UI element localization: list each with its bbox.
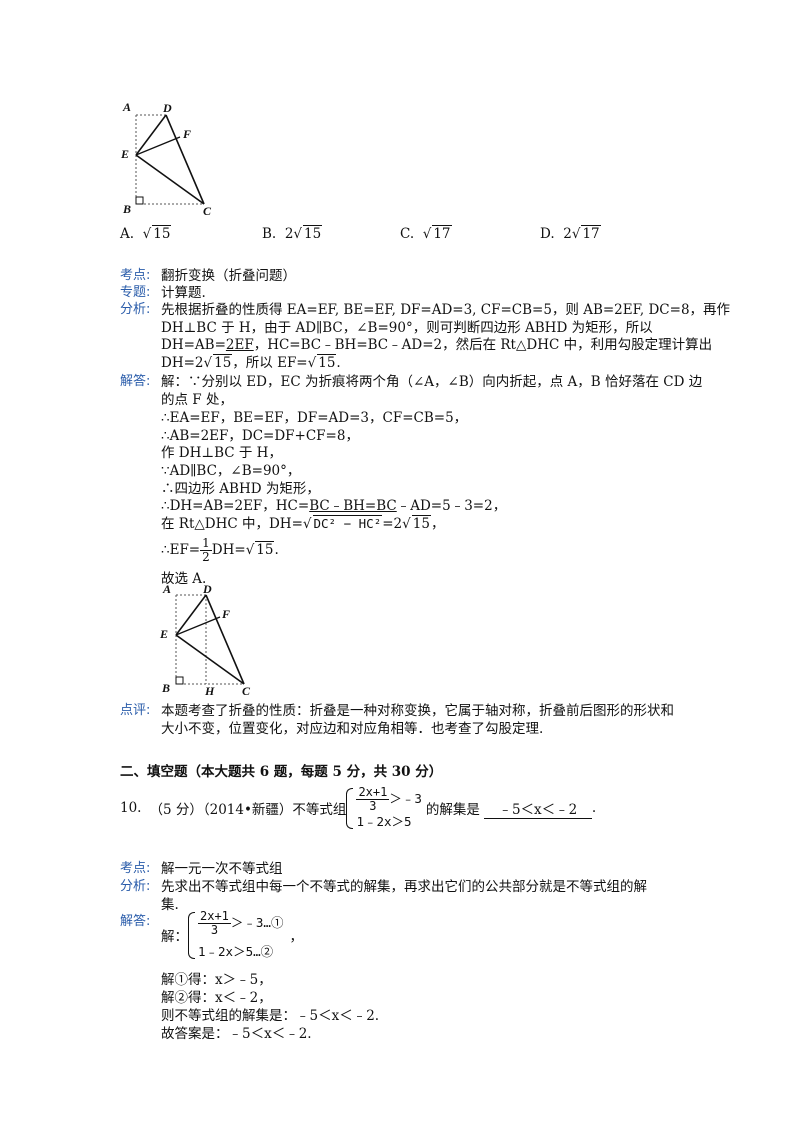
q9-jieda-line4: ∴AB=2EF，DC=DF+CF=8， [161, 428, 359, 444]
choice-a: A. √15 [120, 225, 172, 242]
q9-kaodian-text: 翻折变换（折叠问题） [161, 268, 296, 284]
choice-d: D. 2√17 [540, 225, 601, 242]
q10-jieda-line5: 故答案是：﹣5＜x＜﹣2. [161, 1026, 312, 1042]
fig1-label-d: D [163, 101, 172, 115]
q9-jieda-line1: 解：∵分别以 ED，EC 为折痕将两个角（∠A，∠B）向内折起，点 A，B 恰好… [161, 374, 703, 390]
fig2-label-b: B [162, 681, 171, 695]
choice-c: C. √17 [400, 225, 452, 242]
q9-fenxi-label: 分析: [120, 302, 151, 317]
section2-heading: 二、填空题（本大题共 6 题，每题 5 分，共 30 分） [120, 764, 443, 780]
q9-jieda-line3: ∴EA=EF，BE=EF，DF=AD=3，CF=CB=5， [161, 410, 468, 426]
q10-kaodian-label: 考点: [120, 861, 151, 876]
fig2-label-c: C [242, 684, 251, 698]
q10-answer: ﹣5＜x＜﹣2 [483, 798, 592, 819]
q10-meta: （5 分）（2014•新疆）不等式组 [149, 802, 347, 818]
fig2-label-h: H [205, 684, 215, 698]
q10-fenxi-line2: 集. [161, 897, 179, 913]
choice-c-letter: C. [400, 226, 415, 242]
q10-suffix: 的解集是 [425, 802, 480, 818]
fig2-label-f: F [222, 607, 231, 621]
q9-fenxi-line3: DH=AB=2EF，HC=BC﹣BH=BC﹣AD=2，然后在 Rt△DHC 中，… [161, 337, 713, 353]
choice-d-value: 2√17 [563, 225, 601, 242]
q9-dianping-line2: 大小不变，位置变化，对应边和对应角相等．也考查了勾股定理. [161, 721, 544, 737]
q9-zhuanti-label: 专题: [120, 285, 151, 300]
choice-b: B. 2√15 [262, 225, 323, 242]
q9-jieda-line9: 在 Rt△DHC 中，DH=√DC² − HC²=2√15， [161, 515, 445, 532]
fig2-label-d: D [203, 582, 212, 596]
choice-a-letter: A. [120, 226, 135, 242]
figure-folding-triangle-with-h [175, 594, 245, 685]
q9-jieda-line8: ∴DH=AB=2EF，HC=BC﹣BH=BC﹣AD=5﹣3=2， [161, 498, 507, 514]
q9-zhuanti-text: 计算题. [161, 285, 206, 301]
q10-jieda-line2: 解①得：x＞﹣5， [161, 972, 272, 988]
choice-b-value: 2√15 [284, 225, 323, 242]
q10-jieda-label: 解答: [120, 914, 151, 929]
choice-c-value: √17 [422, 225, 452, 242]
choice-d-letter: D. [540, 226, 555, 242]
fig1-label-c: C [203, 204, 212, 218]
q10-jieda-line4: 则不等式组的解集是：﹣5＜x＜﹣2. [161, 1008, 380, 1024]
fig2-label-e: E [160, 627, 169, 641]
fig1-label-f: F [183, 127, 192, 141]
q9-jieda-line2: 的点 F 处， [161, 392, 233, 408]
choice-a-value: √15 [142, 225, 172, 242]
q9-jieda-line7: ∴四边形 ABHD 为矩形， [161, 481, 320, 497]
q9-fenxi-line4: DH=2√15，所以 EF=√15. [161, 354, 341, 371]
q9-dianping-label: 点评: [120, 703, 151, 718]
fig2-label-a: A [163, 582, 172, 596]
q10-fenxi-line1: 先求出不等式组中每一个不等式的解集，再求出它们的公共部分就是不等式组的解 [161, 879, 647, 895]
q10-jieda-line3: 解②得：x＜﹣2， [161, 990, 272, 1006]
figure-folding-triangle [135, 114, 205, 205]
q10-fenxi-label: 分析: [120, 879, 151, 894]
fig1-label-b: B [123, 202, 132, 216]
q9-fenxi-line2: DH⊥BC 于 H，由于 AD∥BC，∠B=90°，则可判断四边形 ABHD 为… [161, 320, 653, 336]
q9-jieda-line5: 作 DH⊥BC 于 H， [161, 445, 282, 461]
q9-jieda-line11: 故选 A. [161, 571, 207, 587]
q9-jieda-line6: ∵AD∥BC，∠B=90°， [161, 463, 301, 479]
q10-kaodian-text: 解一元一次不等式组 [161, 861, 283, 877]
choice-b-letter: B. [262, 226, 277, 242]
q9-jieda-label: 解答: [120, 374, 151, 389]
fig1-label-e: E [121, 147, 130, 161]
fig1-label-a: A [123, 100, 132, 114]
q9-dianping-line1: 本题考查了折叠的性质：折叠是一种对称变换，它属于轴对称，折叠前后图形的形状和 [161, 703, 674, 719]
q9-kaodian-label: 考点: [120, 268, 151, 283]
q10-number: 10. [120, 800, 142, 816]
q9-fenxi-line1: 先根据折叠的性质得 EA=EF, BE=EF, DF=AD=3, CF=CB=5… [161, 302, 731, 318]
